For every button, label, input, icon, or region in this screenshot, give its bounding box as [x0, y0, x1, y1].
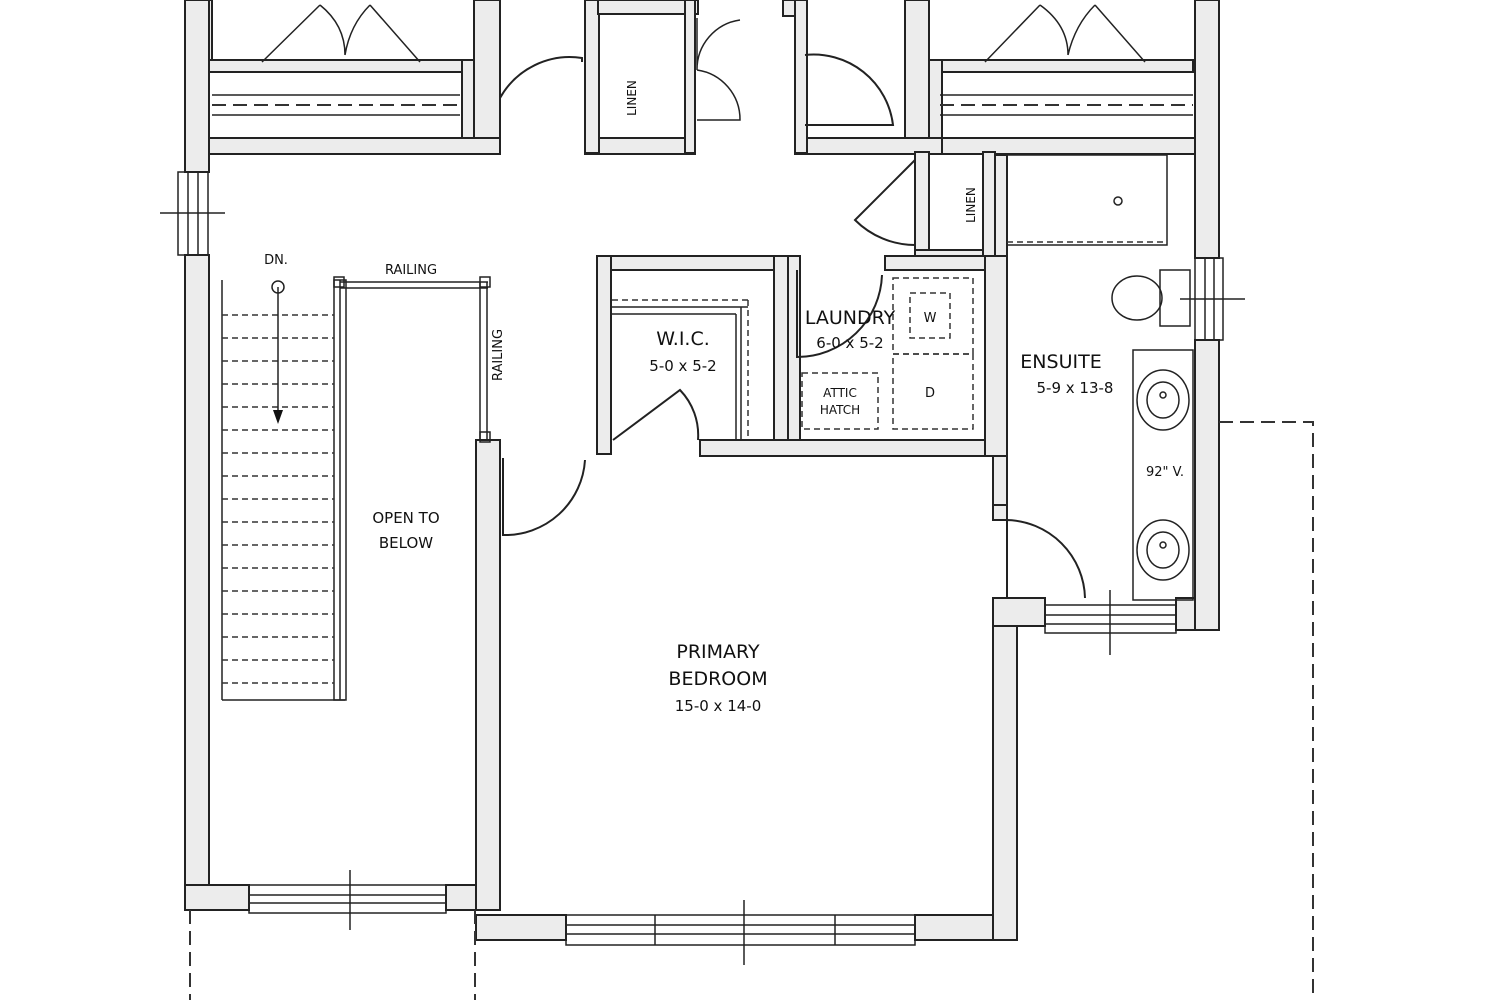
attic-hatch-line2: HATCH [820, 403, 860, 417]
primary-bedroom-line2: BEDROOM [668, 668, 767, 690]
primary-bedroom-line1: PRIMARY [676, 641, 760, 663]
linen-right-label: LINEN [964, 187, 978, 223]
stairs [221, 276, 491, 701]
railing-top-label: RAILING [385, 263, 437, 278]
windows [160, 171, 1245, 965]
open-to-below-line2: BELOW [379, 534, 433, 552]
attic-hatch-line1: ATTIC [823, 386, 857, 400]
ensuite-name: ENSUITE [1020, 351, 1101, 373]
railing-side-label: RAILING [491, 329, 506, 381]
laundry-name: LAUNDRY [805, 307, 896, 329]
linen-top-label: LINEN [625, 80, 639, 116]
laundry-fixtures [801, 277, 974, 430]
closets [212, 4, 1193, 116]
wic-shelving [612, 299, 749, 440]
room-labels: LINEN LINEN DN. RAILING RAILING W.I.C. 5… [264, 80, 1184, 715]
ensuite-dimensions: 5-9 x 13-8 [1037, 379, 1114, 397]
ensuite-fixtures [1006, 154, 1194, 601]
open-to-below-line1: OPEN TO [372, 509, 439, 527]
wic-dimensions: 5-0 x 5-2 [649, 357, 716, 375]
walls [184, 0, 1220, 941]
dryer-label: D [925, 386, 935, 401]
wic-name: W.I.C. [656, 328, 710, 350]
vanity-label: 92" V. [1146, 465, 1184, 480]
doors [499, 18, 1086, 599]
laundry-dimensions: 6-0 x 5-2 [816, 334, 883, 352]
primary-bedroom-dimensions: 15-0 x 14-0 [675, 697, 762, 715]
roof-outline-dashed [189, 421, 1314, 1000]
washer-label: W [924, 311, 937, 326]
stairs-down-label: DN. [264, 253, 288, 268]
